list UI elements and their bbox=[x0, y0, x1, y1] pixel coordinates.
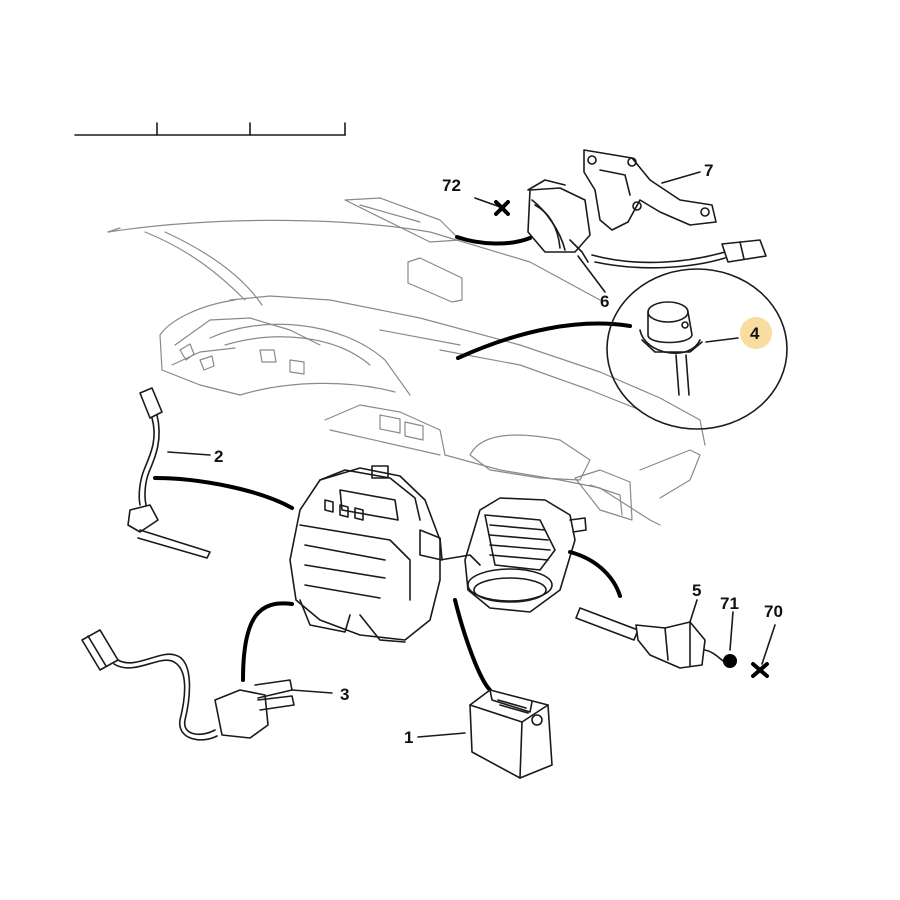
callout-7: 7 bbox=[704, 161, 713, 180]
part-4-detail bbox=[606, 268, 788, 430]
part-2-sensor bbox=[127, 387, 211, 559]
callout-2: 2 bbox=[214, 447, 223, 466]
part-5-probe bbox=[575, 599, 729, 669]
part-7-bracket bbox=[583, 149, 767, 269]
callout-6: 6 bbox=[600, 292, 609, 311]
part-72-clip bbox=[474, 197, 510, 216]
leader-curves bbox=[153, 235, 632, 692]
part-6-motor bbox=[527, 179, 606, 293]
part-71-grommet bbox=[723, 611, 737, 668]
hvac-heater-unit bbox=[289, 465, 587, 643]
callout-5: 5 bbox=[692, 581, 701, 600]
callout-4: 4 bbox=[750, 324, 760, 343]
callout-1: 1 bbox=[404, 728, 413, 747]
callout-labels: 72 7 6 4 2 5 71 70 3 1 bbox=[214, 161, 783, 747]
callout-4-highlight bbox=[740, 317, 772, 349]
callout-72: 72 bbox=[442, 176, 461, 195]
scale-bar bbox=[74, 122, 346, 136]
dashboard-outline bbox=[107, 197, 706, 526]
part-70-clip bbox=[751, 624, 776, 678]
part-1-box bbox=[417, 689, 553, 779]
callout-3: 3 bbox=[340, 685, 349, 704]
callout-70: 70 bbox=[764, 602, 783, 621]
part-3-sensor bbox=[81, 629, 333, 741]
callout-71: 71 bbox=[720, 594, 739, 613]
